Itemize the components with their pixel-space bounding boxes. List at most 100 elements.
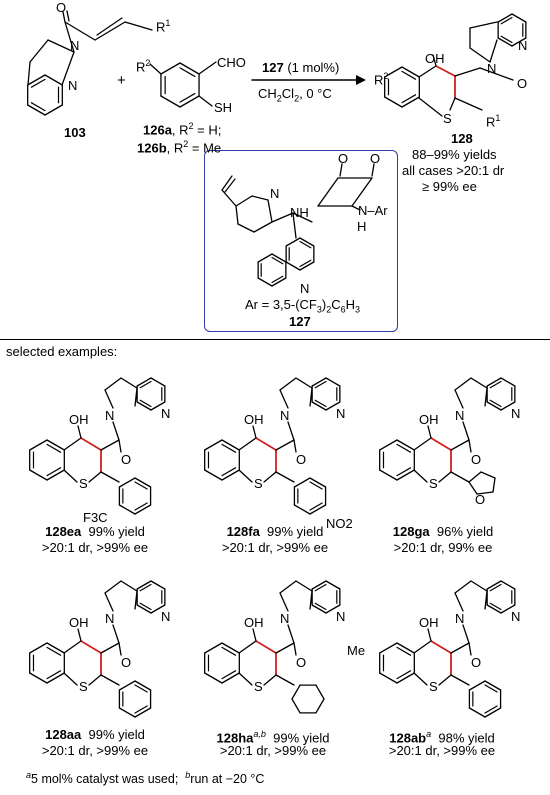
example-128aa-amide: [100, 642, 120, 654]
example-128ab-O: O: [471, 655, 481, 670]
double-bond: [401, 94, 417, 104]
example-128ha-bond: [238, 672, 253, 686]
example-128ha-benzo: [204, 672, 223, 684]
reagent-103-pyridine-ring: [27, 74, 46, 86]
example-128aa-OH-bond: [77, 628, 82, 642]
product-pyrroline-ring: [469, 21, 498, 29]
example-128ga-pyrroline: [454, 377, 472, 391]
double-bond: [314, 583, 327, 592]
example-128aa-benzo: [46, 642, 65, 654]
double-bond: [299, 240, 312, 249]
double-bond: [221, 443, 237, 453]
catalyst-H-label: H: [357, 219, 367, 234]
example-128fa-NO2: NO2: [326, 516, 353, 531]
example-128ha-pyN: N: [336, 609, 345, 624]
example-128ha-benzo: [221, 672, 240, 684]
double-bond: [401, 70, 417, 80]
example-128fa-OH-bond: [252, 425, 257, 439]
catalyst-quinoline-ring-a: [299, 261, 315, 271]
example-128ga-furan-O: O: [475, 492, 485, 507]
double-bond: [484, 684, 498, 693]
example-128ab-new-bond: [430, 640, 452, 654]
example-128ab-CO: [468, 642, 472, 656]
catalyst-ar-definition: Ar = 3,5-(CF3)2C6H3: [245, 297, 361, 315]
double-bond: [489, 602, 502, 611]
catalyst-loading: 127 (1 mol%): [262, 60, 340, 75]
example-128fa-pyrroline: [295, 377, 313, 389]
example-128ga-benzo: [379, 439, 398, 451]
example-128ga-pyN: N: [511, 406, 520, 421]
example-128ea-CO: [118, 439, 122, 453]
catalyst-quinoline-ring-b: [271, 253, 287, 263]
example-128ga-pyrroline: [470, 377, 488, 389]
example-128fa-bond: [263, 471, 277, 483]
example-128ga-N-bond: [462, 421, 470, 441]
example-128ga-bond: [413, 469, 428, 483]
catalyst-quinoline-bond: [292, 212, 297, 239]
example-128ea-amide: [100, 439, 120, 451]
catalyst-quinoline-ring-b: [257, 277, 273, 287]
catalyst-quinuclidine: [267, 199, 273, 223]
example-128fa-aryl: [309, 504, 327, 515]
example-128ab-selectivity: >20:1 dr, >99% ee: [388, 743, 496, 758]
example-128aa-sub-bond: [100, 674, 120, 686]
example-128ab-pyrroline: [470, 580, 488, 592]
example-128ea-OH: OH: [69, 412, 89, 427]
example-128aa-OH: OH: [69, 615, 89, 630]
example-128ga-furan: [468, 471, 482, 483]
example-128ab-N-bond: [462, 624, 470, 644]
double-bond: [179, 92, 196, 103]
example-128ab-aryl: [468, 680, 486, 691]
example-128ha-new-bond: [255, 640, 277, 654]
example-128ha-benzo: [221, 642, 240, 654]
product-128-label: 128: [451, 131, 473, 146]
carbonyl-bond: [66, 10, 70, 22]
example-128ab-bond: [413, 640, 432, 654]
example-128ab-pyrroline: [454, 592, 464, 612]
product-R1-label: R1: [486, 113, 501, 130]
catalyst-box: [204, 150, 398, 332]
catalyst-quinuclidine: [253, 221, 273, 233]
double-bond: [396, 646, 412, 656]
example-128ea-bond: [63, 469, 78, 483]
example-128fa-aryl: [309, 477, 327, 488]
enone-double: [96, 17, 123, 36]
product-amide-bond: [479, 67, 514, 81]
example-128ab-N: N: [455, 611, 464, 626]
example-128ab-pyridine: [486, 580, 502, 590]
reagent-103-pyrroline-ring: [27, 61, 31, 86]
example-128ab-OH-bond: [427, 628, 432, 642]
squaramide-CO: [371, 163, 375, 177]
example-128ha-pyridine: [311, 604, 327, 614]
example-128ga-benzo: [379, 469, 398, 481]
catalyst-quinoline-ring-b: [257, 253, 273, 263]
catalyst-quinoline-N: N: [300, 281, 310, 296]
double-bond: [134, 502, 148, 511]
example-128ab-pyN: N: [511, 609, 520, 624]
example-128ha-OH: OH: [244, 615, 264, 630]
example-128ea-CF3: F3C: [83, 510, 108, 525]
double-bond: [46, 467, 62, 477]
example-128ga-caption: 128ga 96% yield: [392, 524, 494, 539]
example-128fa-pyrroline: [279, 377, 297, 391]
product-R2-label: R2: [374, 71, 389, 88]
example-128ha-S: S: [254, 679, 263, 694]
example-128ab-pyridine: [486, 604, 502, 614]
example-128fa-new-bond: [255, 437, 277, 451]
squaramide-CO: [339, 163, 343, 177]
catalyst-quinuclidine: [235, 205, 239, 225]
example-128ha-O: O: [296, 655, 306, 670]
example-128ha-OH-bond: [252, 628, 257, 642]
example-128fa-pyridine: [325, 401, 341, 411]
example-128fa-N: N: [280, 408, 289, 423]
example-128ea-benzo: [29, 469, 48, 481]
example-128ea-pyN: N: [161, 406, 170, 421]
example-128aa-aryl: [118, 707, 136, 718]
enone-bond: [94, 21, 126, 41]
example-128ab-bond: [438, 674, 452, 686]
example-128ab-pyrroline: [454, 580, 472, 594]
example-128ea-caption: 128ea 99% yield: [45, 524, 145, 539]
example-128ab-benzo: [396, 642, 415, 654]
example-128aa-bond: [63, 672, 78, 686]
example-128aa-aryl: [118, 680, 136, 691]
